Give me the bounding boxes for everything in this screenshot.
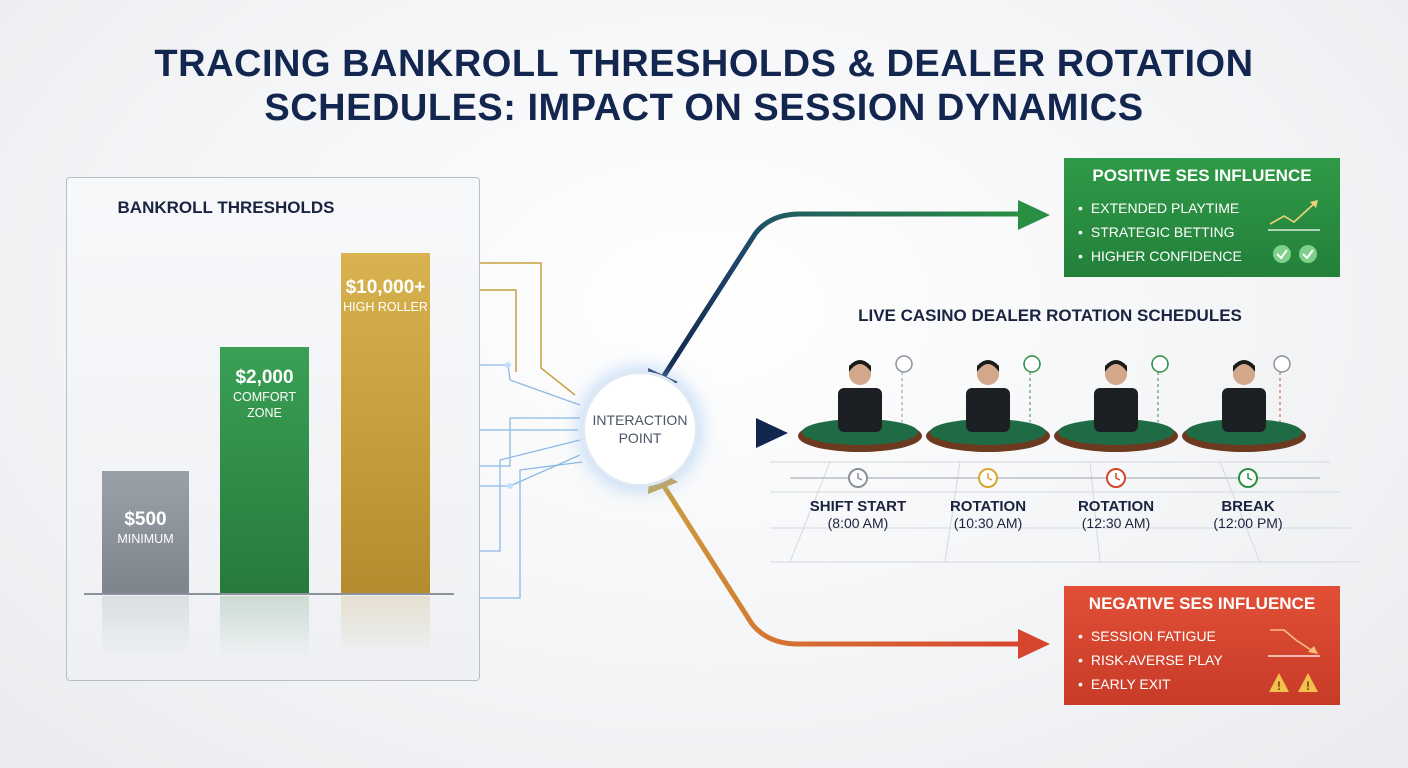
positive-item: EXTENDED PLAYTIME (1078, 196, 1326, 220)
negative-influence-title: NEGATIVE SES INFLUENCE (1088, 594, 1316, 613)
slot-name: SHIFT START (809, 498, 907, 515)
bar-comfort-label-line2: ZONE (247, 406, 282, 420)
timeline-slot-break: BREAK (12:00 PM) (1188, 498, 1308, 531)
bar-minimum-label: MINIMUM (117, 532, 174, 546)
negative-item: SESSION FATIGUE (1078, 624, 1326, 648)
bar-comfort-reflection (220, 596, 309, 656)
bar-high-label: HIGH ROLLER (343, 300, 428, 314)
bar-comfort-value: $2,000 (235, 367, 294, 388)
dealer-table-2 (926, 355, 1050, 452)
title-line-2: SCHEDULES: IMPACT ON SESSION DYNAMICS (264, 87, 1144, 129)
svg-text:!: ! (1277, 679, 1281, 693)
influence-arrows (648, 200, 1050, 659)
interaction-point-line1: INTERACTION (592, 412, 688, 428)
dealer-tables (798, 355, 1306, 452)
negative-influence-list: SESSION FATIGUE RISK-AVERSE PLAY EARLY E… (1078, 624, 1326, 696)
positive-influence-list: EXTENDED PLAYTIME STRATEGIC BETTING HIGH… (1078, 196, 1326, 268)
negative-item: RISK-AVERSE PLAY (1078, 648, 1326, 672)
slot-time: (10:30 AM) (953, 515, 1023, 531)
dealer-table-3 (1054, 355, 1178, 452)
timeline-slot-shift-start: SHIFT START (8:00 AM) (798, 498, 918, 531)
clock-icon (1238, 468, 1258, 488)
dealer-table-1 (798, 355, 922, 452)
bar-high-value: $10,000+ (345, 277, 426, 298)
bar-comfort-zone: $2,000 COMFORT ZONE (220, 347, 309, 594)
timeline-slot-rotation-2: ROTATION (12:30 AM) (1056, 498, 1176, 531)
check-icons (1273, 245, 1317, 263)
negative-influence-box: NEGATIVE SES INFLUENCE SESSION FATIGUE R… (1064, 586, 1340, 705)
slot-name: ROTATION (949, 498, 1027, 515)
dealer-table-4 (1182, 355, 1306, 452)
interaction-point: INTERACTION POINT (585, 374, 695, 484)
clock-icon (1106, 468, 1126, 488)
timeline-clocks (848, 468, 1258, 488)
rotation-title: LIVE CASINO DEALER ROTATION SCHEDULES (858, 306, 1242, 325)
bar-minimum-reflection (102, 596, 189, 656)
title-line-1: TRACING BANKROLL THRESHOLDS & DEALER ROT… (154, 43, 1254, 85)
clock-icon (848, 468, 868, 488)
page-title: TRACING BANKROLL THRESHOLDS & DEALER ROT… (0, 42, 1408, 130)
slot-time: (12:00 PM) (1213, 515, 1283, 531)
bar-baseline (84, 593, 454, 595)
negative-item: EARLY EXIT (1078, 672, 1326, 696)
slot-time: (12:30 AM) (1081, 515, 1151, 531)
slot-name: ROTATION (1077, 498, 1155, 515)
clock-icon (978, 468, 998, 488)
slot-time: (8:00 AM) (827, 515, 889, 531)
trend-down-icon (1268, 629, 1320, 657)
positive-item: STRATEGIC BETTING (1078, 220, 1326, 244)
timeline-slot-rotation-1: ROTATION (10:30 AM) (928, 498, 1048, 531)
bar-high-reflection (341, 596, 430, 656)
slot-name: BREAK (1221, 498, 1275, 515)
bar-high-roller: $10,000+ HIGH ROLLER (341, 253, 430, 594)
bar-comfort-label-line1: COMFORT (233, 390, 296, 404)
bar-minimum: $500 MINIMUM (102, 471, 189, 594)
positive-influence-title: POSITIVE SES INFLUENCE (1092, 166, 1312, 185)
trend-up-icon (1268, 200, 1320, 231)
positive-influence-box: POSITIVE SES INFLUENCE EXTENDED PLAYTIME… (1064, 158, 1340, 277)
svg-text:!: ! (1306, 679, 1310, 693)
interaction-point-line2: POINT (618, 430, 662, 446)
bankroll-title: BANKROLL THRESHOLDS (117, 198, 335, 217)
warning-icons: ! ! (1269, 673, 1318, 693)
bar-minimum-value: $500 (124, 509, 167, 530)
positive-item: HIGHER CONFIDENCE (1078, 244, 1326, 268)
timeline-floor-grid (770, 461, 1360, 563)
